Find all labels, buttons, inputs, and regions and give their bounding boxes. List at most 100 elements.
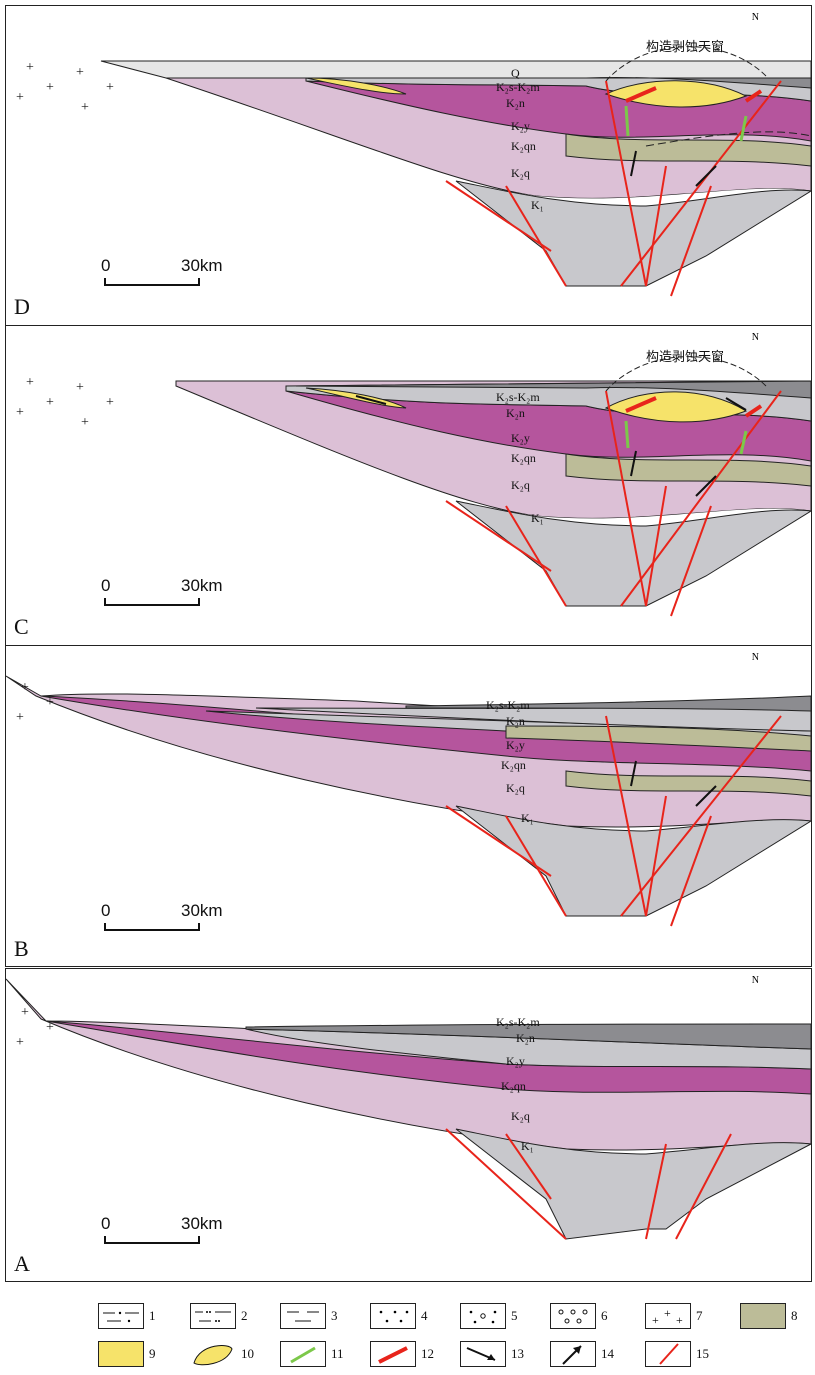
north-arrow-c: N xyxy=(751,332,759,343)
legend-num-10: 10 xyxy=(241,1346,254,1361)
svg-text:+: + xyxy=(16,405,24,420)
legend-item-13: 13 xyxy=(460,1341,524,1367)
legend-item-14: 14 xyxy=(550,1341,614,1367)
formation-label-c-kq: K₂q xyxy=(511,478,530,492)
formation-label-b-ksm: K₂s-K₂m xyxy=(486,698,530,712)
north-arrow-d: N xyxy=(751,12,759,23)
silty-mudstone-swatch xyxy=(98,1303,144,1329)
formation-label-c-kqn: K₂qn xyxy=(511,451,536,465)
formation-label-a-ky: K₂y xyxy=(506,1054,525,1068)
formation-label-a-kn: K₂n xyxy=(516,1031,535,1045)
cross-section-c: + + + + + + xyxy=(6,356,811,617)
formation-label-a-kq: K₂q xyxy=(511,1109,530,1123)
legend-num-1: 1 xyxy=(149,1308,156,1323)
legend: 1 2 3 4 5 6 + + + 7 8 9 10 11 12 xyxy=(0,1295,815,1375)
formation-label-b-kq: K₂q xyxy=(506,781,525,795)
panel-label-a: A xyxy=(14,1251,30,1276)
legend-item-7: + + + 7 xyxy=(645,1303,703,1329)
svg-text:+: + xyxy=(26,60,34,75)
legend-item-2: 2 xyxy=(190,1303,248,1329)
cross-section-b: + + + xyxy=(6,675,811,927)
svg-text:+: + xyxy=(16,1035,24,1050)
svg-text:+: + xyxy=(106,80,114,95)
svg-text:+: + xyxy=(76,380,84,395)
window-label-c: 构造剥蚀天窗 xyxy=(646,350,725,365)
svg-text:+: + xyxy=(676,1313,683,1327)
formation-label-a-kqn: K₂qn xyxy=(501,1079,526,1093)
legend-item-8: 8 xyxy=(740,1303,798,1329)
formation-label-c-ksm: K₂s-K₂m xyxy=(496,390,540,404)
formation-label-b-k1: K₁ xyxy=(521,811,534,825)
svg-text:+: + xyxy=(652,1313,659,1327)
svg-text:+: + xyxy=(16,90,24,105)
formation-label-d-kn: K₂n xyxy=(506,96,525,110)
svg-text:+: + xyxy=(21,1005,29,1020)
legend-item-4: 4 xyxy=(370,1303,428,1329)
legend-item-9: 9 xyxy=(98,1341,156,1367)
svg-text:+: + xyxy=(46,395,54,410)
svg-text:+: + xyxy=(76,65,84,80)
legend-num-2: 2 xyxy=(241,1308,248,1323)
formation-label-d-kqn: K₂qn xyxy=(511,139,536,153)
svg-text:+: + xyxy=(46,1020,54,1035)
fault-line-swatch xyxy=(645,1341,691,1367)
pebbly-sandstone-swatch xyxy=(460,1303,506,1329)
legend-num-11: 11 xyxy=(331,1346,344,1361)
red-lens-swatch xyxy=(370,1341,416,1367)
panel-c: + + + + + + 构造剥蚀天窗 N K₂s-K₂m K₂n K₂y K₂q… xyxy=(5,325,812,647)
svg-text:+: + xyxy=(46,80,54,95)
formation-label-b-kqn: K₂qn xyxy=(501,758,526,772)
svg-text:+: + xyxy=(664,1306,671,1320)
mudstone-swatch xyxy=(280,1303,326,1329)
svg-text:+: + xyxy=(26,375,34,390)
legend-item-12: 12 xyxy=(370,1341,434,1367)
svg-text:+: + xyxy=(21,680,29,695)
formation-label-a-k1: K₁ xyxy=(521,1139,534,1153)
formation-label-d-ksm: K₂s-K₂m xyxy=(496,80,540,94)
legend-item-11: 11 xyxy=(280,1341,344,1367)
legend-item-15: 15 xyxy=(645,1341,709,1367)
legend-item-1: 1 xyxy=(98,1303,156,1329)
panel-label-b: B xyxy=(14,936,29,961)
legend-num-6: 6 xyxy=(601,1308,608,1323)
formation-label-c-k1: K₁ xyxy=(531,511,544,525)
svg-text:+: + xyxy=(46,695,54,710)
cross-section-d: + + + + + + xyxy=(6,41,811,297)
formation-label-c-kn: K₂n xyxy=(506,406,525,420)
legend-num-15: 15 xyxy=(696,1346,709,1361)
formation-label-d-k1: K₁ xyxy=(531,198,544,212)
arrow-icon xyxy=(460,1341,506,1367)
formation-label-c-ky: K₂y xyxy=(511,431,530,445)
legend-num-14: 14 xyxy=(601,1346,614,1361)
yellow-lens-swatch xyxy=(190,1341,236,1367)
formation-label-b-kn: K₂n xyxy=(506,714,525,728)
legend-num-8: 8 xyxy=(791,1308,798,1323)
green-line-swatch xyxy=(280,1341,326,1367)
legend-item-5: 5 xyxy=(460,1303,518,1329)
north-arrow-a: N xyxy=(751,975,759,986)
panel-label-c: C xyxy=(14,614,29,639)
legend-item-6: 6 xyxy=(550,1303,608,1329)
dotted-mudstone-swatch xyxy=(190,1303,236,1329)
svg-text:+: + xyxy=(81,100,89,115)
legend-num-3: 3 xyxy=(331,1308,338,1323)
legend-num-13: 13 xyxy=(511,1346,524,1361)
legend-num-7: 7 xyxy=(696,1308,703,1323)
svg-text:+: + xyxy=(16,710,24,725)
up-arrow-icon xyxy=(550,1341,596,1367)
formation-label-b-ky: K₂y xyxy=(506,738,525,752)
granite-swatch: + + + xyxy=(645,1303,691,1329)
formation-label-d-ky: K₂y xyxy=(511,119,530,133)
svg-text:+: + xyxy=(81,415,89,430)
yellow-sandbody-swatch xyxy=(98,1341,144,1367)
legend-item-10: 10 xyxy=(190,1341,254,1367)
olive-sandbody-swatch xyxy=(740,1303,786,1329)
formation-label-a-ksm: K₂s-K₂m xyxy=(496,1015,540,1029)
formation-label-d-kq: K₂q xyxy=(511,166,530,180)
cross-section-a: + + + xyxy=(6,978,811,1240)
window-label-d: 构造剥蚀天窗 xyxy=(646,40,725,55)
legend-num-12: 12 xyxy=(421,1346,434,1361)
svg-text:+: + xyxy=(106,395,114,410)
